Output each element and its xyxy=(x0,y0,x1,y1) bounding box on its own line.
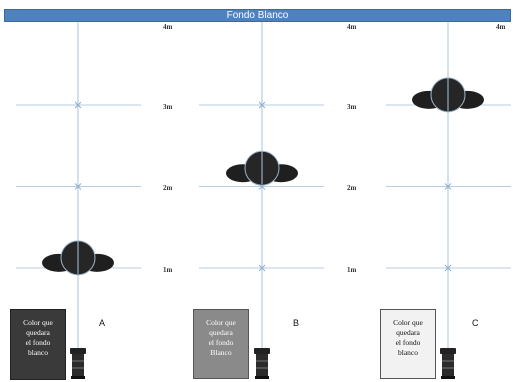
stand-body-a xyxy=(72,354,84,378)
swatch-a-line-1: Color que xyxy=(23,318,53,327)
swatch-b-line-2: quedara xyxy=(209,328,233,337)
stand-body-c xyxy=(442,354,454,378)
height-label-1m-a: 1m xyxy=(163,266,173,274)
column-letter-c: C xyxy=(472,318,479,328)
height-label-3m-b: 3m xyxy=(347,103,357,111)
level-marker-2m-c xyxy=(444,183,452,190)
swatch-a: Color que quedara el fondo blanco xyxy=(10,309,66,380)
height-label-1m-b: 1m xyxy=(347,266,357,274)
swatch-c-line-1: Color que xyxy=(393,318,423,327)
height-label-2m-b: 2m xyxy=(347,184,357,192)
stand-body-b xyxy=(256,354,268,378)
height-label-2m-a: 2m xyxy=(163,184,173,192)
stand-top-b xyxy=(254,348,270,354)
column-letter-a: A xyxy=(99,318,106,328)
swatch-a-line-4: blanco xyxy=(28,348,48,357)
stand-base-c xyxy=(441,376,455,379)
stand-top-c xyxy=(440,348,456,354)
level-marker-1m-c xyxy=(444,264,452,272)
height-label-4m-b: 4m xyxy=(347,23,357,31)
level-marker-2m-a xyxy=(74,183,82,190)
height-label-3m-a: 3m xyxy=(163,103,173,111)
swatch-a-line-3: el fondo xyxy=(25,338,51,347)
swatch-c-line-3: el fondo xyxy=(395,338,421,347)
background-title-bar: Fondo Blanco xyxy=(4,9,511,22)
stand-base-a xyxy=(71,376,85,379)
subject-c xyxy=(412,77,484,379)
level-marker-1m-b xyxy=(258,264,266,272)
swatch-a-line-2: quedara xyxy=(26,328,50,337)
swatch-c-line-2: quedara xyxy=(396,328,420,337)
column-letter-b: B xyxy=(293,318,300,328)
height-label-4m-a: 4m xyxy=(163,23,173,31)
stand-base-b xyxy=(255,376,269,379)
subject-b xyxy=(226,150,298,379)
swatch-b-line-3: el fondo xyxy=(208,338,234,347)
background-title: Fondo Blanco xyxy=(226,10,289,21)
swatch-b-line-4: Blanco xyxy=(210,348,232,357)
level-marker-3m-a xyxy=(74,101,82,109)
swatch-c: Color que quedara el fondo blanco xyxy=(380,309,436,379)
stand-top-a xyxy=(70,348,86,354)
subject-a xyxy=(42,240,114,379)
level-marker-3m-b xyxy=(258,101,266,109)
swatch-b: Color que quedara el fondo Blanco xyxy=(193,309,249,379)
swatch-b-line-1: Color que xyxy=(206,318,236,327)
height-label-4m-c: 4m xyxy=(496,23,506,31)
swatch-c-line-4: blanco xyxy=(398,348,418,357)
